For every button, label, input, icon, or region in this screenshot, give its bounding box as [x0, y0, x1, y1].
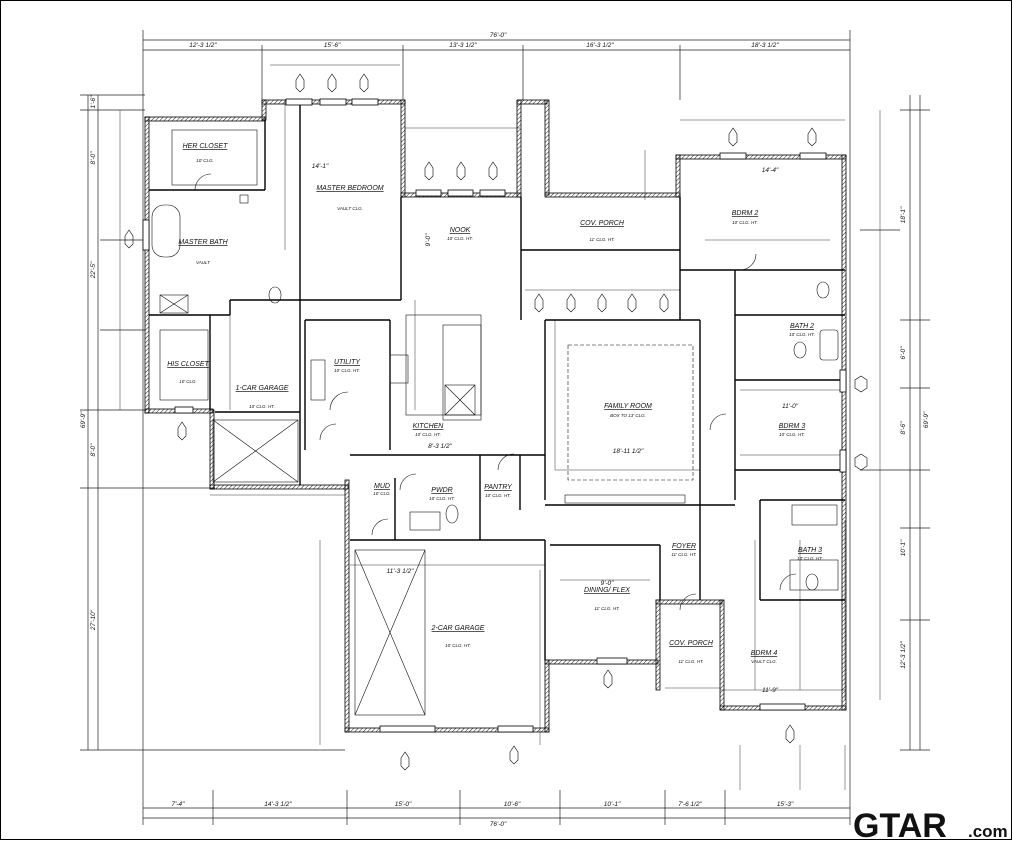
room-dining-note: 11' CLG. HT.	[594, 606, 620, 611]
right-dim-2: 6'-0"	[900, 346, 907, 360]
right-dim-5: 12'-3 1/2"	[900, 641, 907, 669]
room-utility-note: 10' CLG. HT.	[334, 368, 360, 373]
bottom-dim-1: 7'-4"	[172, 801, 186, 808]
left-dim-2: 8'-0"	[90, 151, 97, 165]
left-dim-3: 22'-5"	[90, 261, 97, 279]
room-bath3-note: 10' CLG. HT.	[797, 556, 823, 561]
overall-dimension-lines	[80, 30, 930, 825]
left-dim-5: 27'-10"	[90, 609, 97, 631]
top-dim-4: 16'-3 1/2"	[586, 42, 614, 49]
room-kitchen-note: 10' CLG. HT.	[415, 432, 441, 437]
bottom-dim-4: 10'-6"	[504, 801, 521, 808]
room-pantry: PANTRY	[484, 484, 513, 491]
room-master-bath: MASTER BATH	[178, 239, 228, 246]
bottom-dim-2: 14'-3 1/2"	[264, 801, 292, 808]
overall-dim-bottom: 76'-0"	[490, 821, 507, 828]
windows	[142, 98, 847, 733]
overall-dim-left: 69'-9"	[80, 411, 87, 428]
dim-family-room: 18'-11 1/2"	[613, 448, 644, 455]
right-dim-1: 18'-1"	[900, 206, 907, 223]
top-dim-2: 15'-6"	[324, 42, 341, 49]
room-cov-porch-front: COV. PORCH	[669, 640, 714, 647]
right-dimension-column: 18'-1" 6'-0" 8'-6" 10'-1" 12'-3 1/2"	[900, 206, 907, 669]
room-bdrm4: BDRM 4	[751, 650, 778, 657]
top-dim-3: 13'-3 1/2"	[449, 42, 477, 49]
bottom-dim-7: 15'-3"	[777, 801, 794, 808]
right-dim-3: 8'-6"	[900, 421, 907, 435]
room-bdrm3: BDRM 3	[779, 423, 806, 430]
room-bdrm2: BDRM 2	[732, 210, 759, 217]
room-bath2-note: 10' CLG. HT.	[789, 332, 815, 337]
room-utility: UTILITY	[334, 359, 361, 366]
room-pantry-note: 10' CLG. HT.	[485, 493, 511, 498]
dim-nook: 9'-0"	[425, 233, 432, 247]
room-bdrm2-note: 10' CLG. HT.	[732, 220, 758, 225]
right-dim-4: 10'-1"	[900, 539, 907, 556]
room-dining: DINING/ FLEX	[584, 587, 630, 594]
room-master-bedroom: MASTER BEDROOM	[316, 185, 383, 192]
room-garage2: 2-CAR GARAGE	[431, 625, 485, 632]
room-foyer: FOYER	[672, 543, 696, 550]
bottom-dim-3: 15'-0"	[395, 801, 412, 808]
room-his-closet: HIS CLOSET	[167, 361, 209, 368]
room-cov-porch-rear: COV. PORCH	[580, 220, 625, 227]
room-kitchen: KITCHEN	[413, 423, 445, 430]
room-nook-note: 10' CLG. HT.	[447, 236, 473, 241]
overall-dim-right: 69'-9"	[923, 411, 930, 428]
room-master-bath-note: VAULT	[196, 260, 211, 265]
interior-walls	[149, 104, 845, 660]
top-dim-1: 12'-3 1/2"	[189, 42, 217, 49]
left-dimension-column: 1'-6" 8'-0" 22'-5" 8'-0" 27'-10"	[90, 95, 97, 631]
room-garage1: 1-CAR GARAGE	[236, 385, 289, 392]
dim-master-bedroom: 14'-1"	[312, 163, 329, 170]
overall-dimension-labels: 76'-0" 76'-0" 69'-9" 69'-9"	[80, 32, 930, 828]
dim-kitchen: 8'-3 1/2"	[428, 443, 452, 450]
room-foyer-note: 11' CLG. HT.	[671, 552, 697, 557]
watermark-logo: GTAR	[853, 807, 947, 841]
dim-bdrm3: 11'-0"	[782, 403, 799, 410]
left-dim-1: 1'-6"	[90, 95, 97, 109]
dim-garage2: 11'-3 1/2"	[387, 568, 415, 575]
left-dim-4: 8'-0"	[90, 443, 97, 457]
room-bdrm4-note: VAULT CLG.	[751, 659, 777, 664]
room-bath3: BATH 3	[798, 547, 822, 554]
room-his-closet-note: 10' CLG.	[179, 379, 197, 384]
room-family-room-note: BOX TO 13' CLG.	[610, 413, 646, 418]
room-dimension-labels: 14'-1" 9'-0" 14'-4" 18'-11 1/2" 8'-3 1/2…	[312, 163, 799, 694]
bottom-dimension-row: 7'-4" 14'-3 1/2" 15'-0" 10'-6" 10'-1" 7'-6 1/…	[172, 801, 794, 808]
dim-bdrm4: 11'-9"	[762, 687, 779, 694]
room-her-closet-note: 10' CLG.	[196, 158, 214, 163]
dim-dining: 9'-0"	[601, 580, 615, 587]
room-labels: MASTER BEDROOM VAULT CLG. HER CLOSET 10'…	[167, 143, 823, 664]
room-master-bedroom-note: VAULT CLG.	[337, 206, 363, 211]
dim-bdrm2: 14'-4"	[762, 167, 779, 174]
room-nook: NOOK	[450, 227, 471, 234]
room-pwdr-note: 10' CLG. HT.	[429, 496, 455, 501]
room-family-room: FAMILY ROOM	[604, 403, 652, 410]
bottom-dim-6: 7'-6 1/2"	[678, 801, 702, 808]
room-garage2-note: 10' CLG. HT.	[445, 643, 471, 648]
room-bath2: BATH 2	[790, 323, 814, 330]
room-mud: MUD	[374, 483, 390, 490]
room-cov-porch-front-note: 11' CLG. HT.	[678, 659, 704, 664]
fixtures	[151, 129, 839, 716]
bottom-dim-5: 10'-1"	[604, 801, 621, 808]
watermark-suffix: .com	[968, 822, 1008, 841]
room-her-closet: HER CLOSET	[183, 143, 228, 150]
overall-dim-top: 76'-0"	[490, 32, 507, 39]
room-mud-note: 10' CLG.	[373, 491, 391, 496]
top-dimension-row: 12'-3 1/2" 15'-6" 13'-3 1/2" 16'-3 1/2" 18'-…	[189, 42, 779, 49]
room-cov-porch-rear-note: 11' CLG. HT.	[589, 237, 615, 242]
room-garage1-note: 10' CLG. HT.	[249, 404, 275, 409]
gtar-watermark: GTAR .com	[853, 807, 1008, 841]
room-bdrm3-note: 10' CLG. HT.	[779, 432, 805, 437]
top-dim-5: 18'-3 1/2"	[751, 42, 779, 49]
interior-dimension-lines	[119, 64, 881, 790]
room-pwdr: PWDR	[431, 487, 452, 494]
elevation-markers	[124, 73, 868, 771]
